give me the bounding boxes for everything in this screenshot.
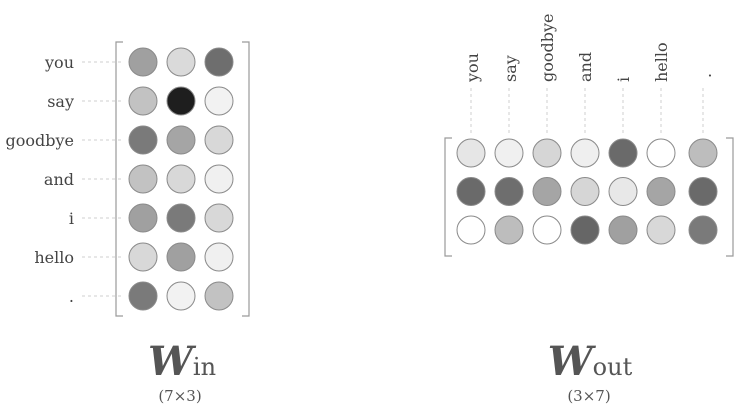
wout-col-label-i: i (614, 77, 633, 82)
wout-cell-r0-c2 (532, 138, 562, 168)
win-cell-r2-c0 (128, 125, 158, 155)
win-matrix-cells (128, 47, 234, 311)
wout-col-label-period: . (696, 73, 715, 78)
wout-col-label-say: say (501, 55, 520, 82)
wout-cell-r0-c5 (646, 138, 676, 168)
win-cell-r4-c2 (204, 203, 234, 233)
win-cell-r0-c1 (166, 47, 196, 77)
wout-left-bracket (444, 137, 452, 257)
win-cell-r1-c0 (128, 86, 158, 116)
wout-cell-r0-c6 (688, 138, 718, 168)
win-shape-label: (7×3) (158, 387, 201, 405)
wout-cell-r0-c3 (570, 138, 600, 168)
win-cell-r2-c2 (204, 125, 234, 155)
wout-cell-r1-c4 (608, 177, 638, 206)
win-cell-r6-c2 (204, 281, 234, 311)
win-row-label-and: and (44, 170, 74, 189)
win-cell-r4-c0 (128, 203, 158, 233)
wout-cell-r1-c0 (456, 177, 486, 206)
wout-cell-r2-c5 (646, 215, 676, 245)
wout-subscript: out (593, 353, 633, 381)
win-cell-r6-c0 (128, 281, 158, 311)
win-row-label-goodbye: goodbye (6, 131, 75, 150)
wout-cell-r2-c4 (608, 215, 638, 245)
wout-cell-r0-c0 (456, 138, 486, 168)
wout-cell-r2-c0 (456, 215, 486, 245)
win-cell-r2-c1 (166, 125, 196, 155)
win-row-label-hello: hello (34, 248, 74, 267)
win-row-label-say: say (47, 92, 74, 111)
win-subscript: in (193, 353, 216, 381)
win-cell-r3-c2 (204, 164, 234, 194)
wout-right-bracket (726, 137, 734, 257)
win-cell-r6-c1 (166, 281, 196, 311)
win-cell-r0-c0 (128, 47, 158, 77)
win-cell-r1-c1 (166, 86, 196, 116)
wout-cell-r1-c2 (532, 177, 562, 206)
wout-cell-r2-c3 (570, 215, 600, 245)
wout-cell-r2-c1 (494, 215, 524, 245)
wout-shape-label: (3×7) (567, 387, 610, 405)
wout-matrix-cells (456, 138, 718, 245)
wout-cell-r1-c3 (570, 177, 600, 206)
wout-cell-r1-c6 (688, 177, 718, 206)
wout-cell-r1-c5 (646, 177, 676, 206)
win-cell-r5-c2 (204, 242, 234, 272)
win-cell-r5-c0 (128, 242, 158, 272)
wout-cell-r0-c4 (608, 138, 638, 168)
wout-col-label-and: and (576, 52, 595, 82)
wout-leader-lines (470, 88, 704, 136)
win-cell-r3-c0 (128, 164, 158, 194)
win-cell-r1-c2 (204, 86, 234, 116)
win-leader-lines (82, 61, 124, 297)
win-symbol: W (148, 338, 197, 385)
wout-cell-r0-c1 (494, 138, 524, 168)
win-label: Win (148, 338, 216, 385)
win-cell-r4-c1 (166, 203, 196, 233)
wout-symbol: W (548, 338, 597, 385)
win-cell-r5-c1 (166, 242, 196, 272)
win-cell-r0-c2 (204, 47, 234, 77)
wout-col-label-hello: hello (652, 42, 671, 82)
wout-label: Wout (548, 338, 633, 385)
wout-cell-r2-c6 (688, 215, 718, 245)
win-cell-r3-c1 (166, 164, 196, 194)
win-row-label-you: you (44, 53, 74, 72)
win-row-label-period: . (69, 287, 74, 306)
wout-col-label-you: you (463, 53, 482, 83)
wout-cell-r2-c2 (532, 215, 562, 245)
win-left-bracket (115, 41, 123, 317)
win-row-label-i: i (69, 209, 74, 228)
win-right-bracket (242, 41, 250, 317)
wout-col-label-goodbye: goodbye (538, 14, 557, 83)
wout-cell-r1-c1 (494, 177, 524, 206)
